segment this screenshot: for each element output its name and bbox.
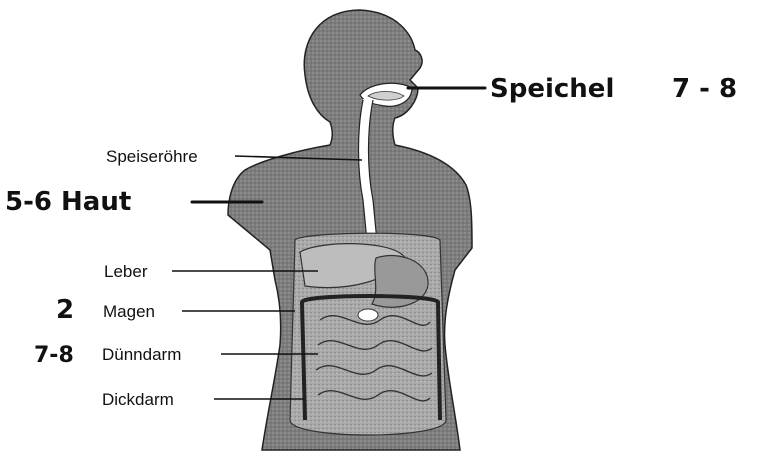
speichel-value: 7 - 8	[672, 74, 737, 104]
label-duenndarm: Dünndarm	[102, 345, 181, 364]
duenndarm-value: 7-8	[34, 343, 74, 368]
haut-text: 5-6 Haut	[5, 187, 131, 217]
human-figure	[228, 10, 472, 450]
speichel-text: Speichel	[490, 74, 614, 104]
label-speiseroehre: Speiseröhre	[106, 147, 198, 166]
label-magen: Magen	[103, 302, 155, 321]
duodenum-highlight	[358, 309, 378, 321]
label-leber: Leber	[104, 262, 148, 281]
label-dickdarm: Dickdarm	[102, 390, 174, 409]
magen-value: 2	[56, 295, 74, 325]
